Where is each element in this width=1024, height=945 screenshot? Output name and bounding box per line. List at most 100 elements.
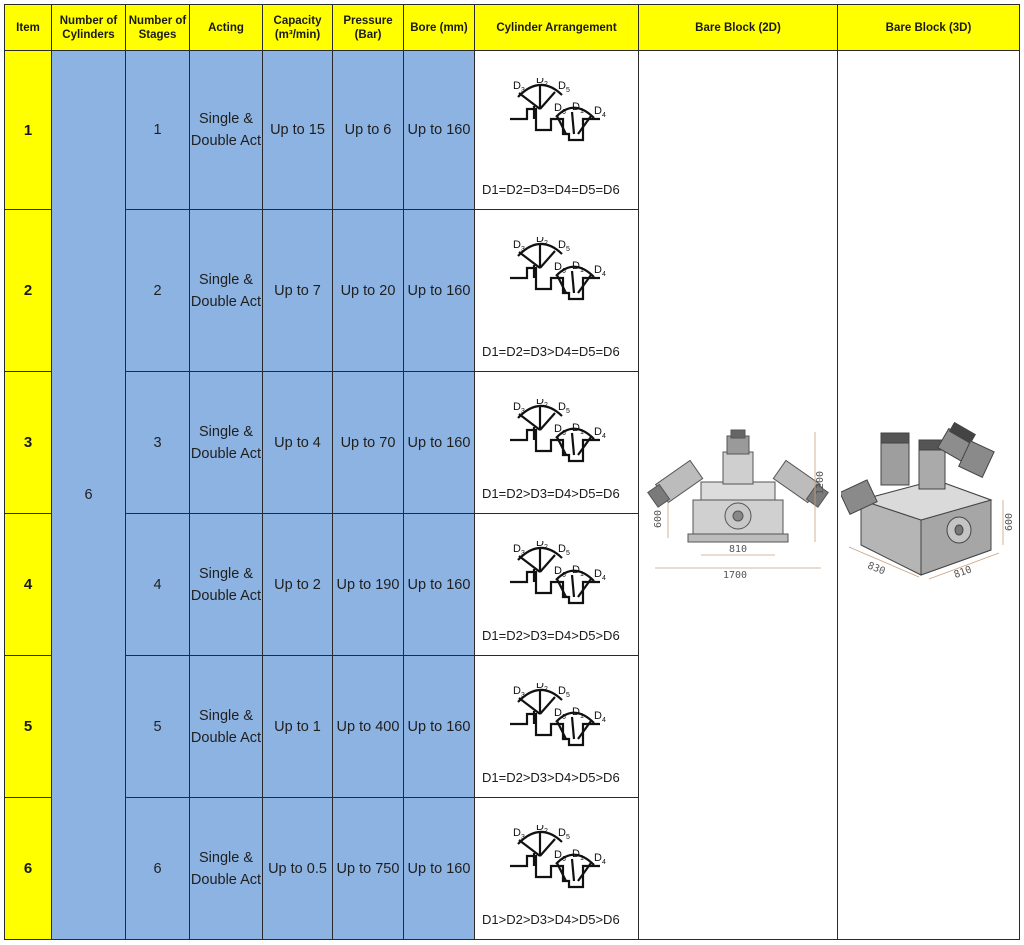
svg-text:D4: D4 xyxy=(594,852,606,866)
capacity-cell: Up to 1 xyxy=(262,655,333,798)
arrangement-cell: D3 D2 D5 D6 D1 D4 D1=D2>D3=D4>D5>D6 xyxy=(474,513,639,656)
acting-cell: Single & Double Act xyxy=(189,371,263,514)
acting-cell: Single & Double Act xyxy=(189,655,263,798)
bore-cell: Up to 160 xyxy=(403,50,475,210)
diameter-equation: D1=D2=D3>D4=D5=D6 xyxy=(482,343,620,359)
svg-text:D4: D4 xyxy=(594,105,606,119)
svg-text:D3: D3 xyxy=(513,239,525,253)
header-stages: Number of Stages xyxy=(125,4,190,51)
svg-text:D5: D5 xyxy=(558,543,570,557)
diameter-equation: D1=D2>D3>D4>D5>D6 xyxy=(482,769,620,785)
compressor-spec-table: Item Number of Cylinders Number of Stage… xyxy=(4,4,1020,940)
stages-cell: 4 xyxy=(125,513,190,656)
header-item: Item xyxy=(4,4,52,51)
stages-cell: 5 xyxy=(125,655,190,798)
svg-text:D3: D3 xyxy=(513,543,525,557)
header-bare-2d: Bare Block (2D) xyxy=(638,4,838,51)
svg-text:D5: D5 xyxy=(558,239,570,253)
dim-outer-width: 1700 xyxy=(723,570,747,580)
pressure-cell: Up to 400 xyxy=(332,655,404,798)
diameter-equation: D1>D2>D3>D4>D5>D6 xyxy=(482,911,620,927)
svg-text:D2: D2 xyxy=(536,399,548,409)
capacity-cell: Up to 4 xyxy=(262,371,333,514)
acting-cell: Single & Double Act xyxy=(189,50,263,210)
arrangement-cell: D3 D2 D5 D6 D1 D4 D1=D2>D3=D4>D5=D6 xyxy=(474,371,639,514)
svg-text:D3: D3 xyxy=(513,401,525,415)
dim-inner-width: 810 xyxy=(729,544,747,555)
stages-cell: 1 xyxy=(125,50,190,210)
item-cell: 6 xyxy=(4,797,52,940)
svg-text:D2: D2 xyxy=(536,825,548,835)
bore-cell: Up to 160 xyxy=(403,513,475,656)
header-acting: Acting xyxy=(189,4,263,51)
dim-3d-b: 810 xyxy=(953,564,974,581)
pressure-cell: Up to 20 xyxy=(332,209,404,372)
svg-text:D4: D4 xyxy=(594,568,606,582)
diameter-equation: D1=D2=D3=D4=D5=D6 xyxy=(482,181,620,197)
acting-cell: Single & Double Act xyxy=(189,513,263,656)
header-row: Item Number of Cylinders Number of Stage… xyxy=(4,4,1020,51)
item-cell: 2 xyxy=(4,209,52,372)
svg-text:D6: D6 xyxy=(554,423,566,437)
svg-text:D1: D1 xyxy=(572,260,584,274)
bare-block-3d-drawing: 830 810 600 xyxy=(841,421,1015,581)
bore-cell: Up to 160 xyxy=(403,209,475,372)
svg-text:D1: D1 xyxy=(572,422,584,436)
svg-text:D1: D1 xyxy=(572,706,584,720)
header-capacity: Capacity (m³/min) xyxy=(262,4,333,51)
svg-text:D5: D5 xyxy=(558,685,570,699)
bare-block-2d-drawing: 1200 600 810 1700 xyxy=(647,429,829,580)
cylinders-cell: 6 xyxy=(51,50,126,940)
pressure-cell: Up to 190 xyxy=(332,513,404,656)
capacity-cell: Up to 15 xyxy=(262,50,333,210)
arrangement-cell: D3 D2 D5 D6 D1 D4 D1=D2=D3=D4=D5=D6 xyxy=(474,50,639,210)
cylinder-arrangement-diagram: D3 D2 D5 D6 D1 D4 xyxy=(510,825,606,888)
svg-text:D2: D2 xyxy=(536,541,548,551)
bare-block-2d-cell: 1200 600 810 1700 xyxy=(638,50,838,940)
dim-side: 600 xyxy=(653,510,664,528)
cylinder-arrangement-diagram: D3 D2 D5 D6 D1 D4 xyxy=(510,78,606,141)
dim-3d-c: 600 xyxy=(1004,513,1015,531)
svg-text:D3: D3 xyxy=(513,80,525,94)
svg-text:D5: D5 xyxy=(558,401,570,415)
bore-cell: Up to 160 xyxy=(403,655,475,798)
svg-text:D4: D4 xyxy=(594,710,606,724)
svg-text:D6: D6 xyxy=(554,565,566,579)
pressure-cell: Up to 750 xyxy=(332,797,404,940)
header-bore: Bore (mm) xyxy=(403,4,475,51)
stages-cell: 3 xyxy=(125,371,190,514)
arrangement-cell: D3 D2 D5 D6 D1 D4 D1=D2>D3>D4>D5>D6 xyxy=(474,655,639,798)
svg-text:D6: D6 xyxy=(554,102,566,116)
svg-text:D4: D4 xyxy=(594,264,606,278)
arrangement-cell: D3 D2 D5 D6 D1 D4 D1>D2>D3>D4>D5>D6 xyxy=(474,797,639,940)
acting-cell: Single & Double Act xyxy=(189,797,263,940)
item-cell: 4 xyxy=(4,513,52,656)
svg-text:D6: D6 xyxy=(554,849,566,863)
svg-text:D1: D1 xyxy=(572,564,584,578)
capacity-cell: Up to 2 xyxy=(262,513,333,656)
bore-cell: Up to 160 xyxy=(403,797,475,940)
pressure-cell: Up to 6 xyxy=(332,50,404,210)
pressure-cell: Up to 70 xyxy=(332,371,404,514)
dim-height: 1200 xyxy=(815,471,826,495)
svg-text:D6: D6 xyxy=(554,261,566,275)
cylinder-arrangement-diagram: D3 D2 D5 D6 D1 D4 xyxy=(510,237,606,300)
cylinder-arrangement-diagram: D3 D2 D5 D6 D1 D4 xyxy=(510,541,606,604)
cylinder-arrangement-diagram: D3 D2 D5 D6 D1 D4 xyxy=(510,683,606,746)
arrangement-cell: D3 D2 D5 D6 D1 D4 D1=D2=D3>D4=D5=D6 xyxy=(474,209,639,372)
svg-text:D2: D2 xyxy=(536,683,548,693)
svg-text:D2: D2 xyxy=(536,78,548,88)
header-arrangement: Cylinder Arrangement xyxy=(474,4,639,51)
svg-text:D4: D4 xyxy=(594,426,606,440)
header-pressure: Pressure (Bar) xyxy=(332,4,404,51)
diameter-equation: D1=D2>D3=D4>D5>D6 xyxy=(482,627,620,643)
svg-text:D2: D2 xyxy=(536,237,548,247)
svg-text:D3: D3 xyxy=(513,827,525,841)
item-cell: 5 xyxy=(4,655,52,798)
